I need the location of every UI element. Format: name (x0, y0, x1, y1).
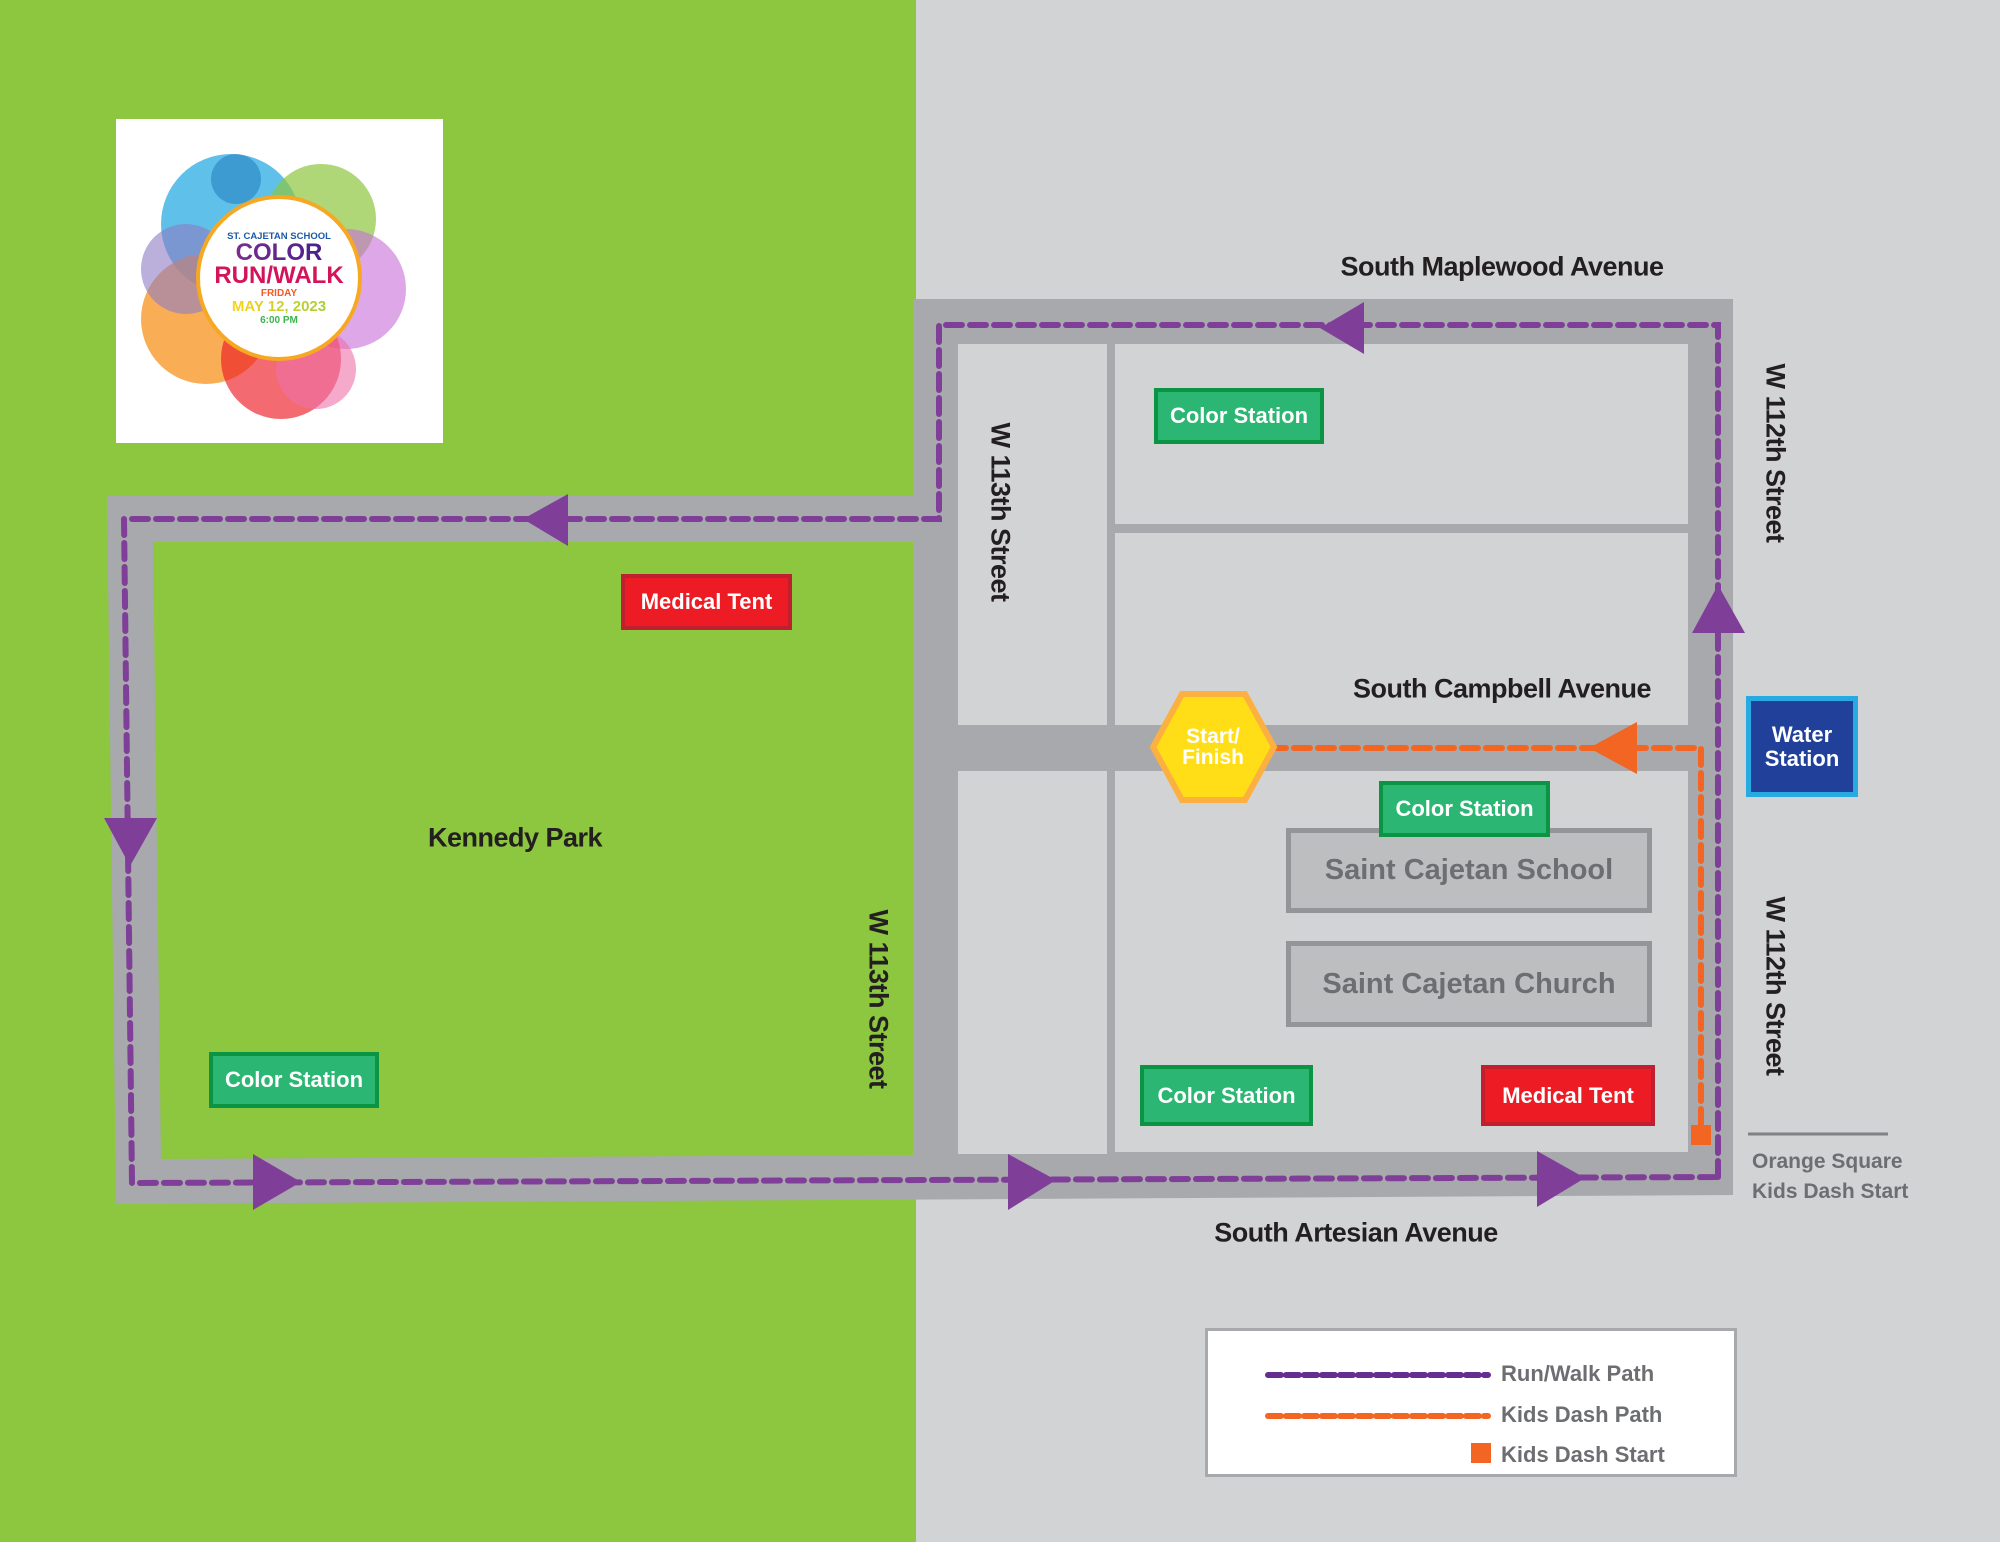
bottom-edge (0, 1542, 2000, 1545)
logo-date: MAY 12, 2023 (231, 297, 327, 315)
street-label-campbell: South Campbell Avenue (1352, 673, 1652, 704)
annotation-line1: Orange Square (1752, 1150, 1903, 1173)
water-station-marker: Water Station (1746, 696, 1858, 797)
kids-dash-start-square (1691, 1125, 1711, 1145)
school-building: Saint Cajetan School (1286, 828, 1652, 913)
block (958, 771, 1107, 1154)
block (958, 344, 1107, 725)
street-label-artesian: South Artesian Avenue (1214, 1217, 1498, 1248)
arrow-left-icon (1589, 722, 1637, 774)
logo-title-line2: RUN/WALK (214, 261, 344, 289)
start-finish-hexagon (1149, 691, 1278, 803)
legend-symbols (1265, 1372, 1491, 1463)
legend-kids-start-square (1471, 1443, 1491, 1463)
logo-title-line1: COLOR (235, 238, 323, 266)
logo-school: ST. CAJETAN SCHOOL (227, 230, 331, 242)
color-station-label: Color Station (1395, 796, 1534, 822)
arrow-down-icon (104, 818, 157, 866)
arrow-right-icon (1537, 1151, 1585, 1207)
water-station-label: Water Station (1764, 722, 1840, 771)
street-label-maplewood: South Maplewood Avenue (1340, 251, 1664, 282)
kids-dash-path (1267, 745, 1704, 1128)
medical-tent-marker: Medical Tent (621, 574, 792, 630)
park-inner (153, 542, 913, 1159)
logo-badge: ST. CAJETAN SCHOOL COLOR RUN/WALK FRIDAY… (196, 195, 362, 361)
start-finish-label: Start/ Finish (1182, 725, 1244, 769)
color-station-marker: Color Station (1154, 388, 1324, 444)
color-station-marker: Color Station (209, 1052, 379, 1108)
color-station-label: Color Station (1157, 1082, 1296, 1108)
color-station-label: Color Station (224, 1067, 364, 1093)
street-label-w113-lower: W 113th Street (863, 909, 894, 1089)
park-label: Kennedy Park (427, 822, 603, 853)
street-label-w112-lower: W 112th Street (1760, 896, 1791, 1076)
church-label: Saint Cajetan Church (1322, 967, 1616, 1000)
legend-item-label: Kids Dash Start (1501, 1442, 1665, 1467)
arrow-right-icon (253, 1154, 301, 1210)
run-walk-path (120, 322, 1721, 1187)
street-label-w112-upper: W 112th Street (1760, 363, 1791, 543)
medical-tent-marker: Medical Tent (1481, 1065, 1655, 1126)
color-station-marker: Color Station (1140, 1065, 1313, 1126)
color-station-marker: Color Station (1379, 781, 1550, 837)
arrow-left-icon (1320, 302, 1364, 354)
legend-item-label: Run/Walk Path (1501, 1361, 1655, 1386)
street-label-w113-upper: W 113th Street (985, 422, 1016, 602)
arrow-left-icon (523, 494, 568, 546)
road-w113 (913, 542, 958, 1154)
church-building: Saint Cajetan Church (1286, 941, 1652, 1027)
arrow-right-icon (1008, 1154, 1056, 1210)
school-label: Saint Cajetan School (1324, 854, 1614, 886)
medical-tent-label: Medical Tent (640, 589, 773, 615)
legend-item-label: Kids Dash Path (1501, 1402, 1663, 1427)
event-logo: ST. CAJETAN SCHOOL COLOR RUN/WALK FRIDAY… (116, 119, 443, 443)
arrow-up-icon (1692, 585, 1745, 633)
annotation-line2: Kids Dash Start (1752, 1180, 1909, 1203)
logo-day: FRIDAY (260, 287, 298, 299)
logo-time: 6:00 PM (260, 314, 298, 326)
legend: Run/Walk Path Kids Dash Path Kids Dash S… (1205, 1328, 1737, 1477)
medical-tent-label: Medical Tent (1502, 1082, 1634, 1108)
color-station-label: Color Station (1169, 403, 1309, 429)
